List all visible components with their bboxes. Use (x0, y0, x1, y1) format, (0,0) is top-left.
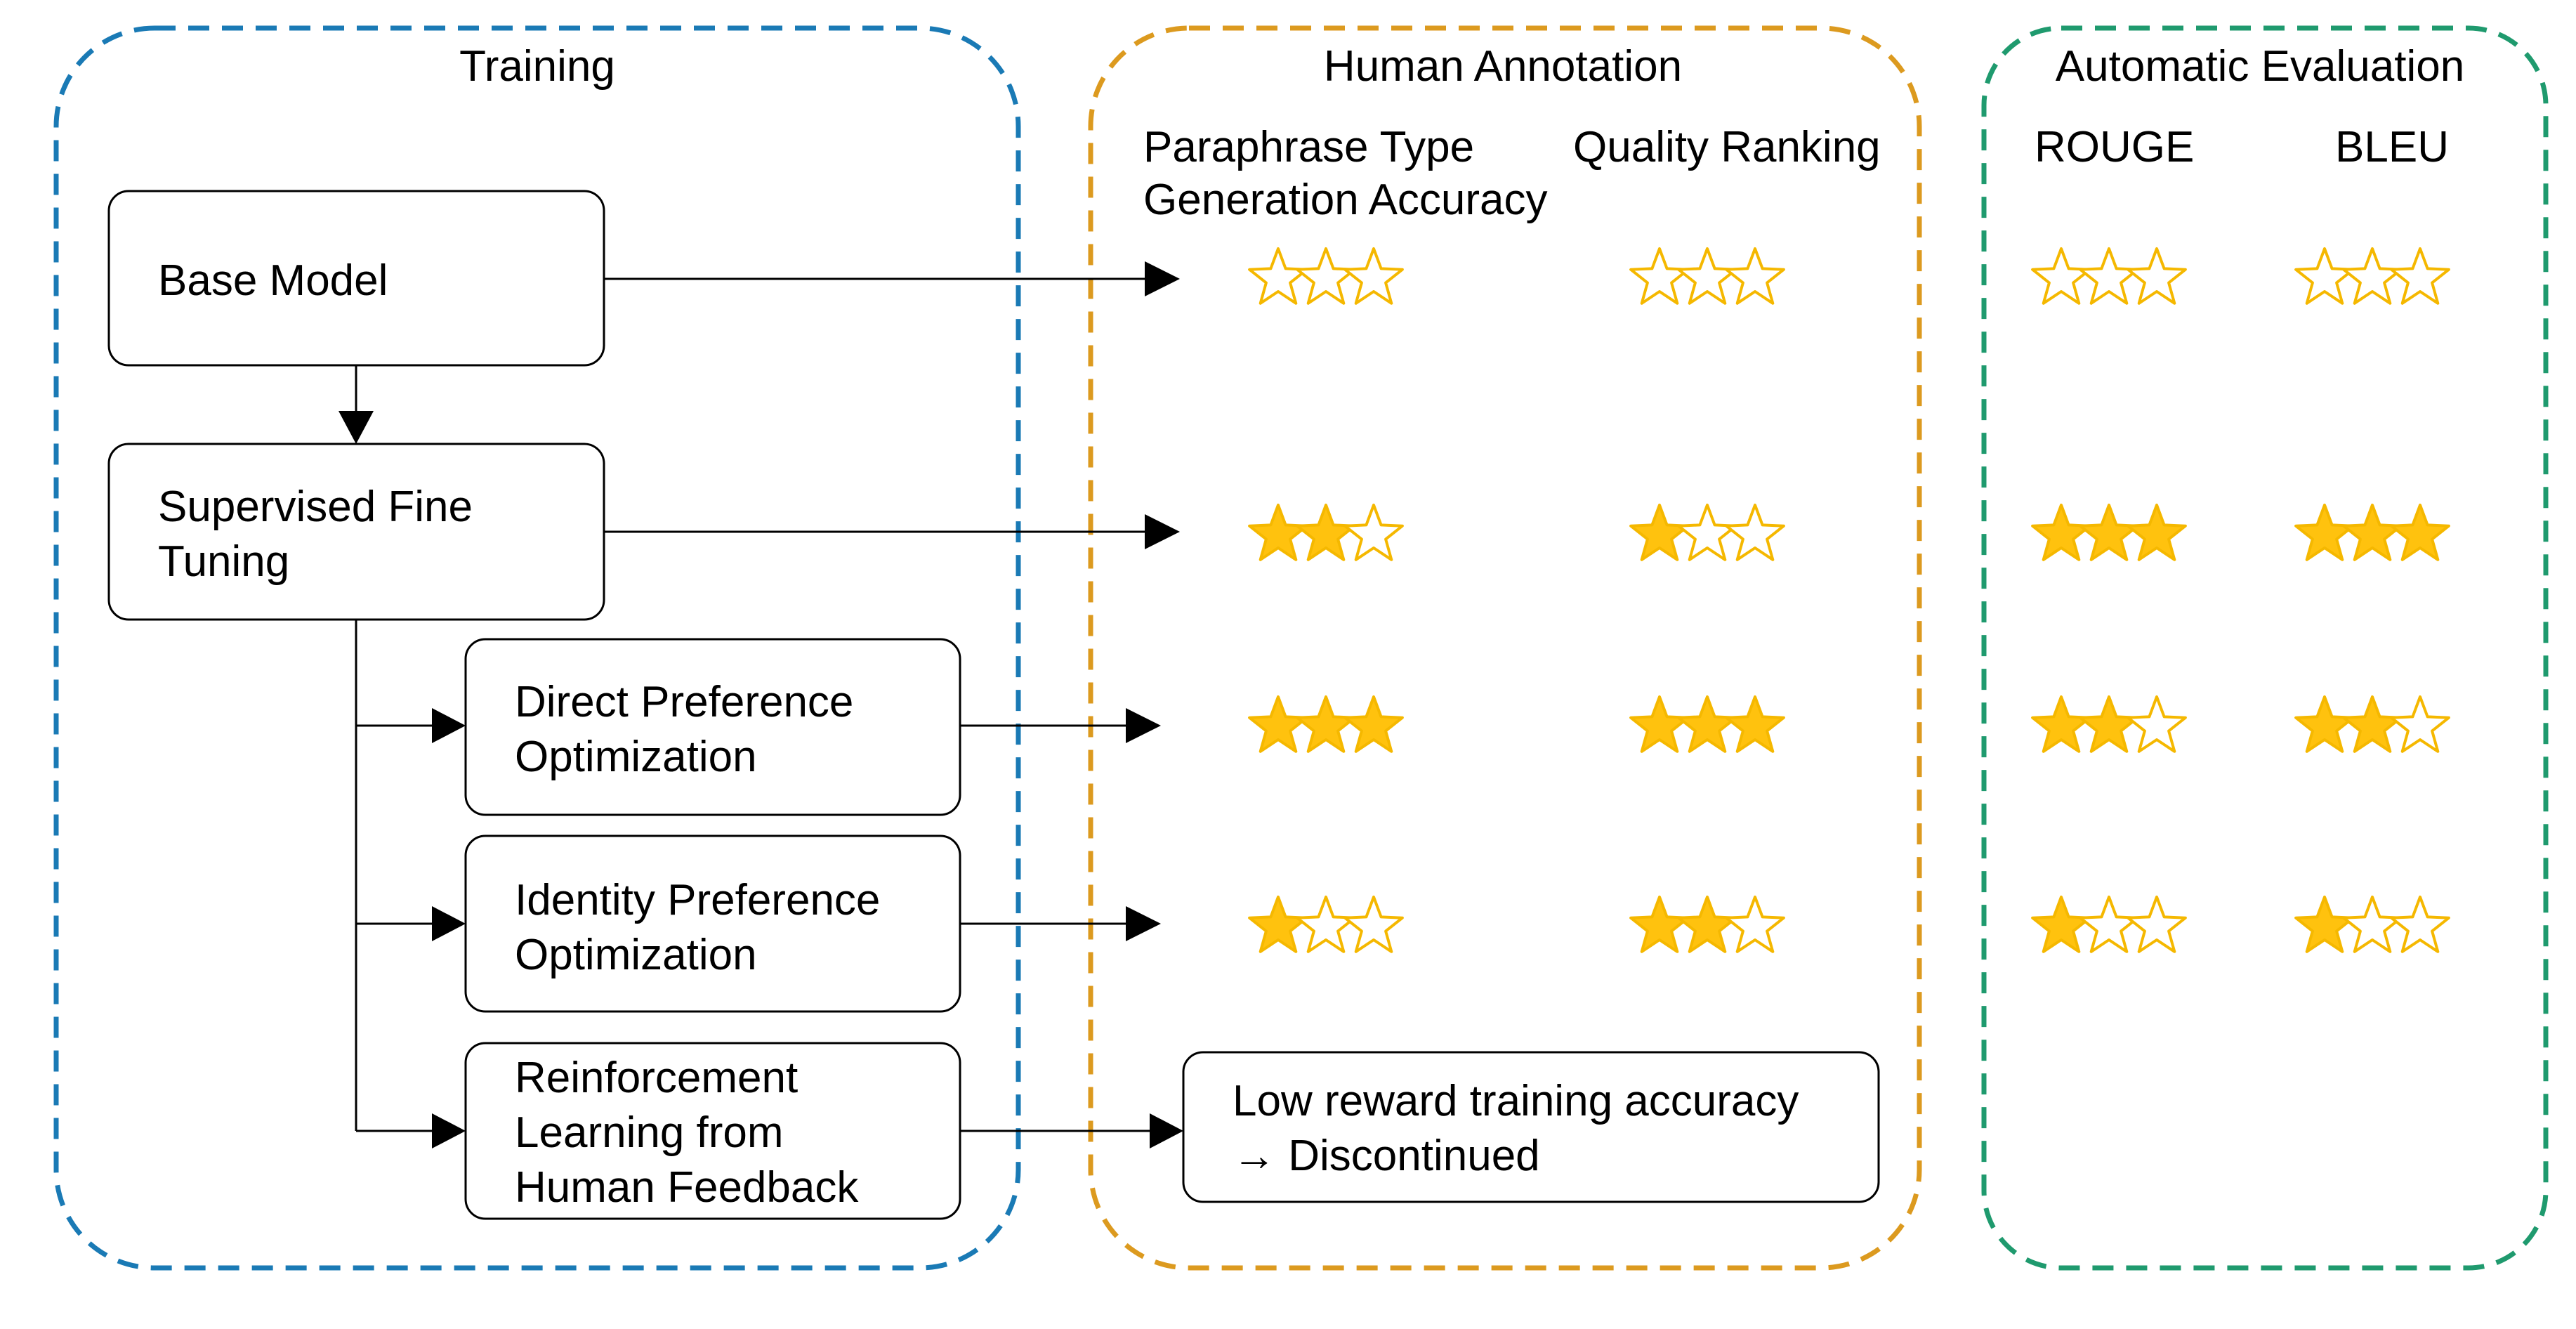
dpo-node: Direct Preference Optimization (464, 638, 961, 816)
rlhf-label-line-2: Learning from (515, 1108, 784, 1157)
direct-preference-optimization-rouge-star-3-empty-icon (2127, 695, 2187, 753)
sft-node: Supervised Fine Tuning (107, 443, 605, 621)
identity-preference-optimization-bleu-star-1-filled-icon (2294, 896, 2355, 953)
identity-preference-optimization-quality-star-1-filled-icon (1629, 896, 1690, 953)
ipo-label: Identity Preference Optimization (515, 876, 893, 979)
supervised-fine-tuning-quality-star-3-empty-icon (1725, 504, 1785, 561)
identity-preference-optimization-quality-star-2-filled-icon (1677, 896, 1737, 953)
rlhf-node: Reinforcement Learning from Human Feedba… (464, 1042, 961, 1220)
arrowhead-branch-to-dpo (432, 708, 466, 743)
base-model-rouge-star-1-empty-icon (2031, 247, 2091, 305)
base-model-quality-star-1-empty-icon (1629, 247, 1690, 305)
direct-preference-optimization-quality-star-2-filled-icon (1677, 695, 1737, 753)
automatic-evaluation-group (1981, 25, 2549, 1271)
base-model-rouge-star-3-empty-icon (2127, 247, 2187, 305)
automatic-evaluation-title: Automatic Evaluation (2056, 42, 2464, 91)
supervised-fine-tuning-bleu-star-1-filled-icon (2294, 504, 2355, 561)
training-group (53, 25, 1021, 1271)
base-model-quality-star-3-empty-icon (1725, 247, 1785, 305)
arrowhead-sft-to-annotation (1145, 514, 1180, 549)
paraphrase-column-header: Paraphrase Type Generation Accuracy (1143, 123, 1548, 224)
quality-ranking-column-header: Quality Ranking (1573, 123, 1881, 171)
base-model-rouge-star-2-empty-icon (2079, 247, 2139, 305)
base-model-paraphrase-star-3-empty-icon (1343, 247, 1404, 305)
identity-preference-optimization-quality-star-3-empty-icon (1725, 896, 1785, 953)
supervised-fine-tuning-rouge-star-1-filled-icon (2031, 504, 2091, 561)
ipo-label-line-1: Identity Preference (515, 876, 880, 924)
paraphrase-header-line-1: Paraphrase Type (1143, 123, 1474, 171)
identity-preference-optimization-rouge-star-3-empty-icon (2127, 896, 2187, 953)
direct-preference-optimization-paraphrase-star-3-filled-icon (1343, 695, 1404, 753)
base-model-bleu-star-2-empty-icon (2342, 247, 2403, 305)
human-annotation-title: Human Annotation (1324, 42, 1682, 91)
identity-preference-optimization-rouge-star-1-filled-icon (2031, 896, 2091, 953)
identity-preference-optimization-rouge-star-2-empty-icon (2079, 896, 2139, 953)
base-model-paraphrase-star-1-empty-icon (1248, 247, 1308, 305)
human-annotation-group (1088, 25, 1922, 1271)
supervised-fine-tuning-paraphrase-star-1-filled-icon (1248, 504, 1308, 561)
supervised-fine-tuning-quality-star-1-filled-icon (1629, 504, 1690, 561)
arrowhead-base-model-to-sft (339, 411, 374, 444)
direct-preference-optimization-bleu-star-2-filled-icon (2342, 695, 2403, 753)
supervised-fine-tuning-rouge-star-3-filled-icon (2127, 504, 2187, 561)
discontinued-label: Low reward training accuracy → Discontin… (1233, 1077, 1811, 1180)
star-ratings (1248, 247, 2450, 953)
base-model-bleu-star-3-empty-icon (2390, 247, 2450, 305)
base-model-label-line-1: Base Model (158, 256, 388, 305)
direct-preference-optimization-bleu-star-1-filled-icon (2294, 695, 2355, 753)
base-model-node: Base Model (107, 190, 605, 367)
bleu-column-header: BLEU (2335, 123, 2449, 171)
discontinued-label-line-2: → Discontinued (1233, 1132, 1540, 1180)
identity-preference-optimization-paraphrase-star-3-empty-icon (1343, 896, 1404, 953)
arrowhead-dpo-to-annotation (1126, 708, 1161, 743)
dpo-label: Direct Preference Optimization (515, 678, 866, 781)
direct-preference-optimization-paraphrase-star-1-filled-icon (1248, 695, 1308, 753)
direct-preference-optimization-quality-star-3-filled-icon (1725, 695, 1785, 753)
direct-preference-optimization-bleu-star-3-empty-icon (2390, 695, 2450, 753)
sft-label: Supervised Fine Tuning (158, 483, 485, 586)
sft-label-line-2: Tuning (158, 537, 289, 586)
arrowhead-branch-to-ipo (432, 906, 466, 941)
ipo-label-line-2: Optimization (515, 931, 757, 979)
ipo-node: Identity Preference Optimization (464, 834, 961, 1013)
paraphrase-header-line-2: Generation Accuracy (1143, 176, 1548, 224)
rlhf-label-line-3: Human Feedback (515, 1163, 859, 1212)
rlhf-label-line-1: Reinforcement (515, 1054, 798, 1102)
arrowhead-rlhf-to-discontinued (1150, 1113, 1183, 1148)
supervised-fine-tuning-rouge-star-2-filled-icon (2079, 504, 2139, 561)
discontinued-label-line-1: Low reward training accuracy (1233, 1077, 1799, 1125)
arrowhead-branch-to-rlhf (432, 1113, 466, 1148)
supervised-fine-tuning-quality-star-2-empty-icon (1677, 504, 1737, 561)
identity-preference-optimization-paraphrase-star-2-empty-icon (1296, 896, 1356, 953)
arrowhead-ipo-to-annotation (1126, 906, 1161, 941)
dpo-label-line-2: Optimization (515, 733, 757, 781)
identity-preference-optimization-bleu-star-3-empty-icon (2390, 896, 2450, 953)
rlhf-label: Reinforcement Learning from Human Feedba… (515, 1054, 859, 1212)
base-model-paraphrase-star-2-empty-icon (1296, 247, 1356, 305)
base-model-bleu-star-1-empty-icon (2294, 247, 2355, 305)
supervised-fine-tuning-paraphrase-star-2-filled-icon (1296, 504, 1356, 561)
arrowhead-base-model-to-annotation (1145, 261, 1180, 296)
direct-preference-optimization-rouge-star-1-filled-icon (2031, 695, 2091, 753)
supervised-fine-tuning-bleu-star-2-filled-icon (2342, 504, 2403, 561)
identity-preference-optimization-bleu-star-2-empty-icon (2342, 896, 2403, 953)
supervised-fine-tuning-paraphrase-star-3-empty-icon (1343, 504, 1404, 561)
supervised-fine-tuning-bleu-star-3-filled-icon (2390, 504, 2450, 561)
direct-preference-optimization-paraphrase-star-2-filled-icon (1296, 695, 1356, 753)
direct-preference-optimization-quality-star-1-filled-icon (1629, 695, 1690, 753)
identity-preference-optimization-paraphrase-star-1-filled-icon (1248, 896, 1308, 953)
rouge-column-header: ROUGE (2035, 123, 2194, 171)
training-title: Training (459, 42, 615, 91)
dpo-label-line-1: Direct Preference (515, 678, 853, 726)
base-model-quality-star-2-empty-icon (1677, 247, 1737, 305)
sft-label-line-1: Supervised Fine (158, 483, 473, 531)
discontinued-node: Low reward training accuracy → Discontin… (1182, 1051, 1880, 1203)
direct-preference-optimization-rouge-star-2-filled-icon (2079, 695, 2139, 753)
base-model-label: Base Model (158, 256, 388, 305)
